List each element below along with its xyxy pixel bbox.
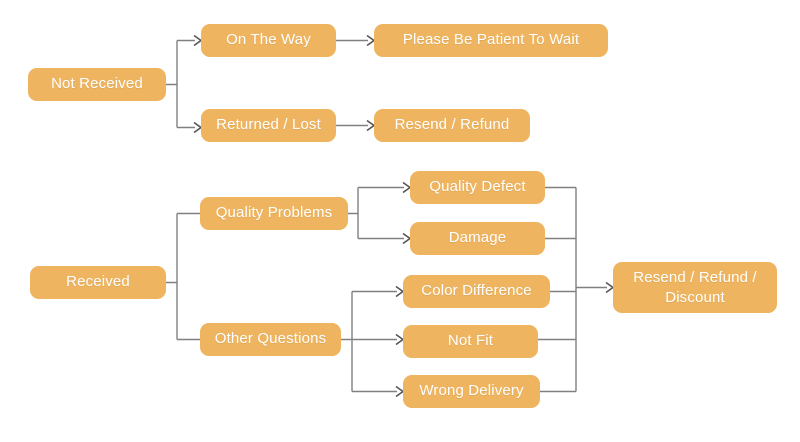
node-label: Please Be Patient To Wait — [402, 31, 580, 49]
node-label: Wrong Delivery — [419, 382, 524, 400]
node-label: Not Fit — [447, 332, 494, 350]
node-received[interactable]: Received — [30, 266, 166, 299]
node-label-line-2: Discount — [665, 288, 725, 306]
node-not-fit[interactable]: Not Fit — [403, 325, 538, 358]
node-label: Damage — [448, 229, 507, 247]
node-color-difference[interactable]: Color Difference — [403, 275, 550, 308]
edge-received-branch — [166, 212, 200, 341]
node-wrong-delivery[interactable]: Wrong Delivery — [403, 375, 540, 408]
node-please-be-patient-to-wait[interactable]: Please Be Patient To Wait — [374, 24, 608, 57]
node-other-questions[interactable]: Other Questions — [200, 323, 341, 356]
node-label-line-1: Resend / Refund / — [633, 269, 757, 286]
node-label: Color Difference — [421, 282, 532, 300]
node-label: Received — [66, 273, 130, 291]
node-on-the-way[interactable]: On The Way — [201, 24, 336, 57]
node-resend-refund-discount[interactable]: Resend / Refund / Discount — [613, 262, 777, 313]
edge-not-received-branch — [166, 34, 203, 134]
node-not-received[interactable]: Not Received — [28, 68, 166, 101]
node-label: Resend / Refund — [394, 116, 510, 134]
node-label: On The Way — [226, 31, 311, 49]
node-quality-problems[interactable]: Quality Problems — [200, 197, 348, 230]
node-label: Returned / Lost — [216, 116, 321, 134]
edge-returned-lost-to-resend-refund — [336, 119, 376, 132]
node-label: Not Received — [51, 75, 143, 93]
node-resend-refund[interactable]: Resend / Refund — [374, 109, 530, 142]
node-damage[interactable]: Damage — [410, 222, 545, 255]
edge-quality-problems-branch — [348, 181, 412, 245]
edge-on-the-way-to-please-wait — [336, 34, 376, 47]
node-label: Quality Problems — [215, 204, 333, 222]
node-quality-defect[interactable]: Quality Defect — [410, 171, 545, 204]
edge-other-questions-branch — [341, 285, 405, 398]
node-label: Other Questions — [214, 330, 327, 348]
node-label: Quality Defect — [429, 178, 526, 196]
node-returned-lost[interactable]: Returned / Lost — [201, 109, 336, 142]
